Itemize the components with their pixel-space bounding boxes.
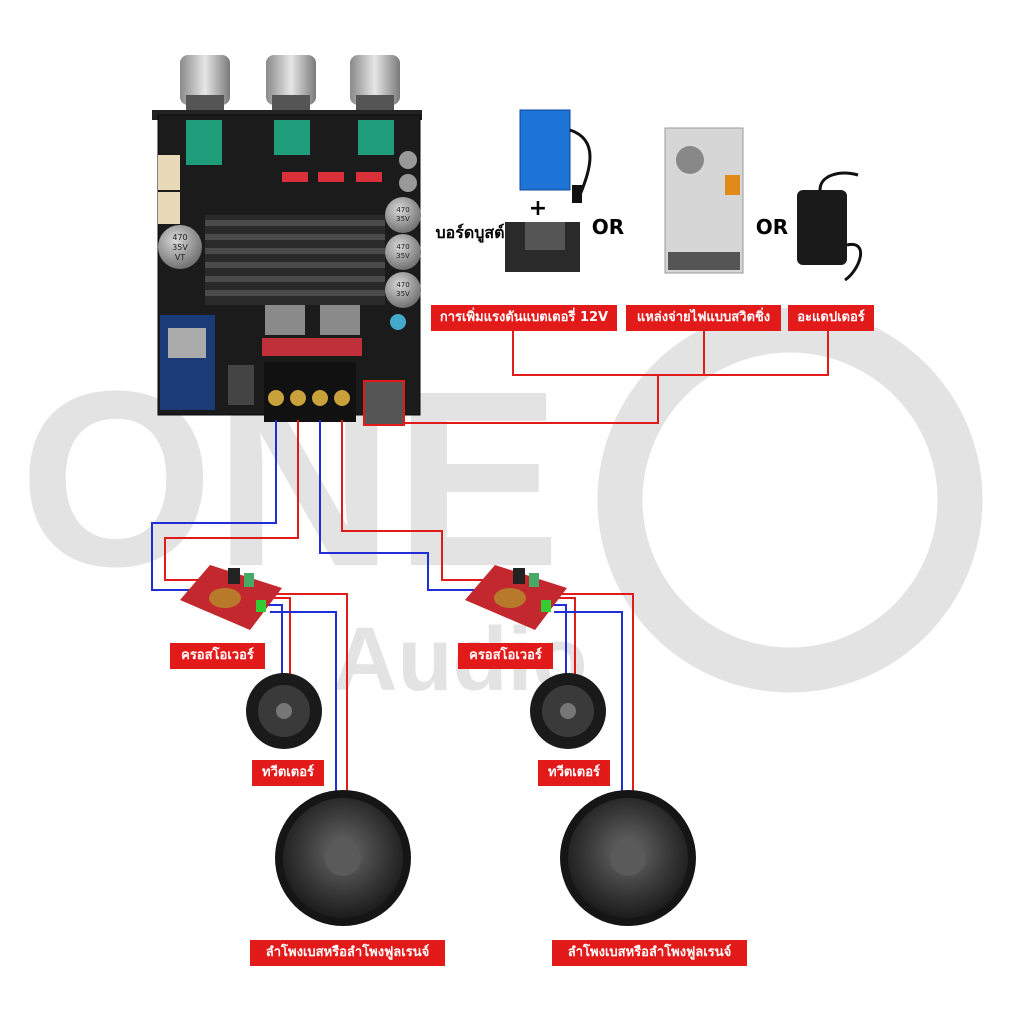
switching-supply-label: แหล่งจ่ายไฟแบบสวิตชิ่ง (626, 305, 781, 331)
woofer-right-icon (560, 790, 696, 926)
tweeter-right-label: ทวีตเตอร์ (538, 760, 610, 786)
amplifier-board: 470 35V VT 470 35V 470 35V 470 35V (152, 55, 422, 426)
svg-text:470: 470 (396, 206, 409, 214)
crossover-right-label: ครอสโอเวอร์ (458, 643, 553, 669)
svg-text:VT: VT (175, 253, 185, 262)
or-text-2: OR (756, 215, 788, 239)
capacitor-icon: 470 35V (385, 272, 421, 308)
or-text-1: OR (592, 215, 624, 239)
svg-text:35V: 35V (396, 215, 410, 223)
woofer-right-label: ลำโพงเบสหรือลำโพงฟูลเรนจ์ (552, 940, 747, 966)
woofer-left-icon (275, 790, 411, 926)
battery-boost-label: การเพิ่มแรงดันแบตเตอรี่ 12V (431, 305, 617, 331)
capacitor-icon: 470 35V VT (158, 225, 202, 269)
svg-text:470: 470 (172, 233, 187, 242)
svg-text:470: 470 (396, 243, 409, 251)
svg-text:35V: 35V (172, 243, 188, 252)
svg-text:35V: 35V (396, 290, 410, 298)
capacitor-icon: 470 35V (385, 234, 421, 270)
watermark-circle (597, 307, 983, 693)
tweeter-right-icon (530, 673, 606, 749)
woofer-left-label: ลำโพงเบสหรือลำโพงฟูลเรนจ์ (250, 940, 445, 966)
crossover-left-icon (180, 565, 282, 630)
battery-icon (519, 109, 592, 203)
capacitor-icon: 470 35V (385, 197, 421, 233)
power-wires (404, 330, 829, 424)
heatsink-icon (205, 215, 385, 305)
svg-text:35V: 35V (396, 252, 410, 260)
plus-sign: + (529, 196, 547, 221)
crossover-left-label: ครอสโอเวอร์ (170, 643, 265, 669)
tweeter-left-icon (246, 673, 322, 749)
dc-input-icon (363, 380, 405, 426)
crossover-right-icon (465, 565, 567, 630)
switching-power-supply-icon (664, 127, 744, 274)
adapter-label: อะแดปเตอร์ (788, 305, 874, 331)
speaker-terminal-icon (264, 362, 356, 422)
tweeter-left-label: ทวีตเตอร์ (252, 760, 324, 786)
boost-board-label: บอร์ดบูสต์ (435, 223, 504, 244)
adapter-icon (797, 171, 863, 282)
speaker-wires (151, 420, 634, 792)
boost-board-icon (505, 222, 580, 272)
svg-text:470: 470 (396, 281, 409, 289)
